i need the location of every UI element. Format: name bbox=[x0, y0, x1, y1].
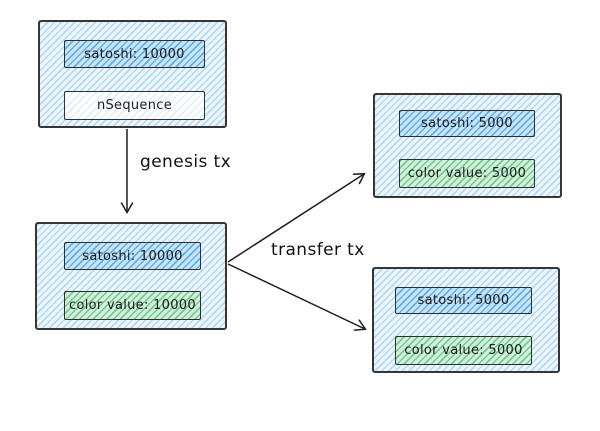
genesis-tx-label: genesis tx bbox=[140, 152, 232, 172]
satoshi-field-label: satoshi: 5000 bbox=[421, 116, 513, 131]
color-value-field-label: color value: 5000 bbox=[407, 166, 527, 181]
node-transfer-output-bottom: satoshi: 5000 color value: 5000 bbox=[372, 267, 560, 373]
satoshi-field-label: satoshi: 5000 bbox=[417, 293, 510, 308]
satoshi-field: satoshi: 5000 bbox=[395, 287, 532, 314]
satoshi-field-label: satoshi: 10000 bbox=[82, 248, 183, 264]
color-value-field: color value: 10000 bbox=[64, 291, 201, 320]
node-genesis-input: satoshi: 10000 nSequence bbox=[38, 20, 227, 128]
transfer-tx-label: transfer tx bbox=[271, 240, 365, 260]
nsequence-field-label: nSequence bbox=[96, 98, 173, 113]
satoshi-field-label: satoshi: 10000 bbox=[84, 46, 185, 62]
color-value-field: color value: 5000 bbox=[399, 159, 535, 188]
color-value-field-label: color value: 5000 bbox=[404, 343, 523, 358]
node-transfer-output-top: satoshi: 5000 color value: 5000 bbox=[373, 93, 562, 198]
color-value-field: color value: 5000 bbox=[395, 336, 532, 365]
transfer-arrow-bottom bbox=[227, 263, 367, 331]
satoshi-field: satoshi: 5000 bbox=[399, 110, 535, 137]
nsequence-field: nSequence bbox=[64, 91, 205, 120]
satoshi-field: satoshi: 10000 bbox=[64, 242, 201, 270]
color-value-field-label: color value: 10000 bbox=[69, 298, 196, 313]
node-genesis-output: satoshi: 10000 color value: 10000 bbox=[35, 222, 227, 330]
satoshi-field: satoshi: 10000 bbox=[64, 40, 205, 68]
